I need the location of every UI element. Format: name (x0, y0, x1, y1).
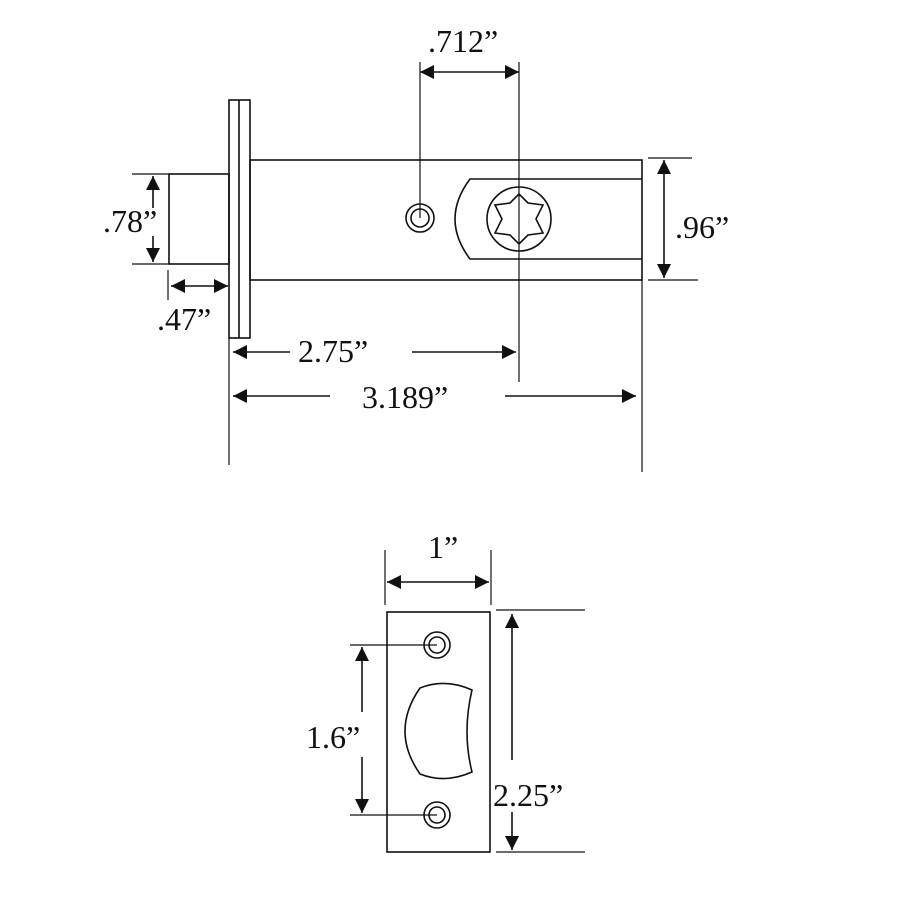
latch-drawing: .712” .78” .96” .47” 2.75” 3.189” (103, 23, 729, 472)
dim-strike-hole-spacing: 1.6” (306, 719, 360, 755)
dim-backset-hole-spacing: .712” (428, 23, 498, 59)
dim-body-height: .96” (675, 209, 729, 245)
dim-bolt-height: .78” (103, 203, 157, 239)
dim-strike-width: 1” (428, 529, 458, 565)
strike-cutout (404, 682, 473, 780)
dim-bolt-projection: .47” (157, 301, 211, 337)
spindle-slot (454, 178, 642, 260)
latch-body (249, 159, 643, 281)
dim-strike-height: 2.25” (493, 777, 563, 813)
strike-plate (386, 611, 491, 853)
dim-backset: 2.75” (298, 333, 368, 369)
dim-overall-length: 3.189” (362, 379, 448, 415)
strike-plate-drawing: 1” 1.6” 2.25” (306, 529, 585, 853)
latch-bolt (168, 173, 230, 265)
